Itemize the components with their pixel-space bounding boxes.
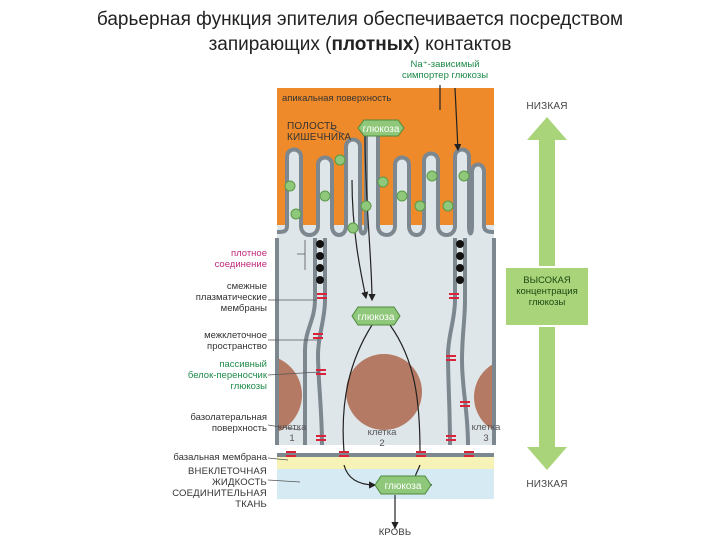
title-line-2-suffix: ) контактов (413, 34, 512, 55)
passive-transporter-11 (416, 451, 426, 457)
polygon-shape (374, 475, 432, 495)
gradient-top-label: НИЗКАЯ (526, 101, 568, 112)
rect-shape (424, 154, 438, 240)
tight-junction-label: плотное соединение (214, 248, 267, 270)
passive-transporter-10 (339, 451, 349, 457)
circle-shape (442, 200, 454, 212)
polygon-shape (527, 117, 567, 266)
rect-shape (346, 140, 360, 240)
gradient-bottom-label: НИЗКАЯ (526, 479, 568, 490)
gradient-middle-label: ВЫСОКАЯ концентрация глюкозы (516, 275, 578, 308)
leader-lines (267, 127, 346, 483)
basolateral-surface-label: базолатеральная поверхность (190, 412, 267, 434)
line-shape (267, 479, 301, 483)
tight-junction-right-2 (456, 252, 464, 260)
passive-transporter-3 (313, 333, 323, 339)
circle-shape (284, 180, 296, 192)
high-concentration-box (506, 268, 588, 325)
circle-shape (396, 190, 408, 202)
path-shape (389, 324, 421, 453)
glucose-mid-label: глюкоза (358, 312, 395, 323)
circle-shape (426, 170, 438, 182)
title-line-2: запирающих (плотных) контактов (0, 33, 720, 57)
intercellular-space-label: межклеточное пространство (204, 330, 267, 352)
passive-transporter-4 (446, 355, 456, 361)
tight-junction-left-4 (316, 276, 324, 284)
rect-shape (200, 340, 277, 450)
cell-3-label: клетка 3 (471, 422, 501, 444)
line-shape (267, 457, 289, 461)
passive-transporter-12 (464, 451, 474, 457)
polygon-shape (351, 306, 401, 326)
tight-junction-right-3 (456, 264, 464, 272)
lumen-label: ПОЛОСТЬ КИШЕЧНИКА (287, 121, 352, 143)
glucose-bottom-label: глюкоза (385, 481, 422, 492)
passive-transporter-2 (449, 293, 459, 299)
circle-shape (377, 176, 389, 188)
path-shape (343, 464, 377, 489)
extracellular-label: ВНЕКЛЕТОЧНАЯ ЖИДКОСТЬ СОЕДИНИТЕЛЬНАЯ ТКА… (172, 466, 267, 510)
cell-1-label: клетка 1 (277, 422, 307, 444)
passive-transporter-1 (317, 293, 327, 299)
glucose-top-label: глюкоза (363, 124, 400, 135)
cytoplasm (277, 225, 494, 445)
passive-transporter-label: пассивный белок-переносчик глюкозы (187, 359, 267, 392)
tight-junction-left-2 (316, 252, 324, 260)
apical-surface-label: апикальная поверхность (282, 93, 392, 104)
rect-shape (287, 150, 301, 240)
passive-transporter-9 (286, 451, 296, 457)
passive-transporter-5 (316, 369, 326, 375)
glucose-bottom: глюкоза (374, 475, 432, 495)
blood-label: КРОВЬ (378, 527, 412, 538)
path-shape (454, 87, 462, 152)
circle-shape (290, 208, 302, 220)
line-shape (267, 371, 321, 376)
circle-shape (334, 154, 346, 166)
na-symporters (284, 154, 470, 234)
adjacent-membranes-label: смежные плазматические мембраны (195, 281, 267, 314)
lateral-membranes (275, 238, 496, 446)
tight-junction-left-3 (316, 264, 324, 272)
circle-shape (414, 200, 426, 212)
tight-junctions (316, 240, 464, 284)
passive-transporter-8 (446, 435, 456, 441)
polygon-shape (527, 327, 567, 470)
tight-junction-right-1 (456, 240, 464, 248)
circle-shape (347, 222, 359, 234)
rect-shape (494, 340, 574, 450)
symporter-label: Na⁺-зависимый симпортер глюкозы (401, 59, 489, 81)
line-shape (329, 127, 346, 136)
tight-junction-left-1 (316, 240, 324, 248)
glucose-mid: глюкоза (351, 306, 401, 326)
basal-membrane-label: базальная мембрана (173, 452, 267, 463)
rect-shape (366, 130, 378, 240)
rect-shape (455, 150, 469, 240)
path-shape (364, 134, 376, 302)
title-line-1: барьерная функция эпителия обеспечиваетс… (96, 9, 624, 30)
circle-shape (458, 170, 470, 182)
tight-junction-right-4 (456, 276, 464, 284)
path-shape (459, 238, 470, 446)
path-shape (351, 179, 369, 300)
cell-2-label: клетка 2 (367, 427, 397, 449)
path-shape (342, 324, 373, 453)
apical-membrane (276, 127, 495, 237)
nucleus-cell-2 (346, 354, 422, 430)
circle-shape (319, 190, 331, 202)
path-shape (297, 240, 306, 270)
line-shape (267, 424, 301, 431)
circle-shape (360, 200, 372, 212)
passive-transporter-7 (316, 435, 326, 441)
rect-shape (472, 165, 484, 240)
basal-membrane (277, 455, 494, 469)
polygon-shape (357, 119, 405, 137)
concentration-gradient-arrow (506, 117, 588, 470)
glucose-top: глюкоза (357, 119, 405, 137)
passive-transporters (286, 293, 474, 457)
title-line-2-bold: плотных (331, 34, 414, 55)
passive-transporter-6 (460, 401, 470, 407)
title-line-2-prefix: запирающих ( (208, 34, 332, 55)
path-shape (315, 238, 327, 446)
